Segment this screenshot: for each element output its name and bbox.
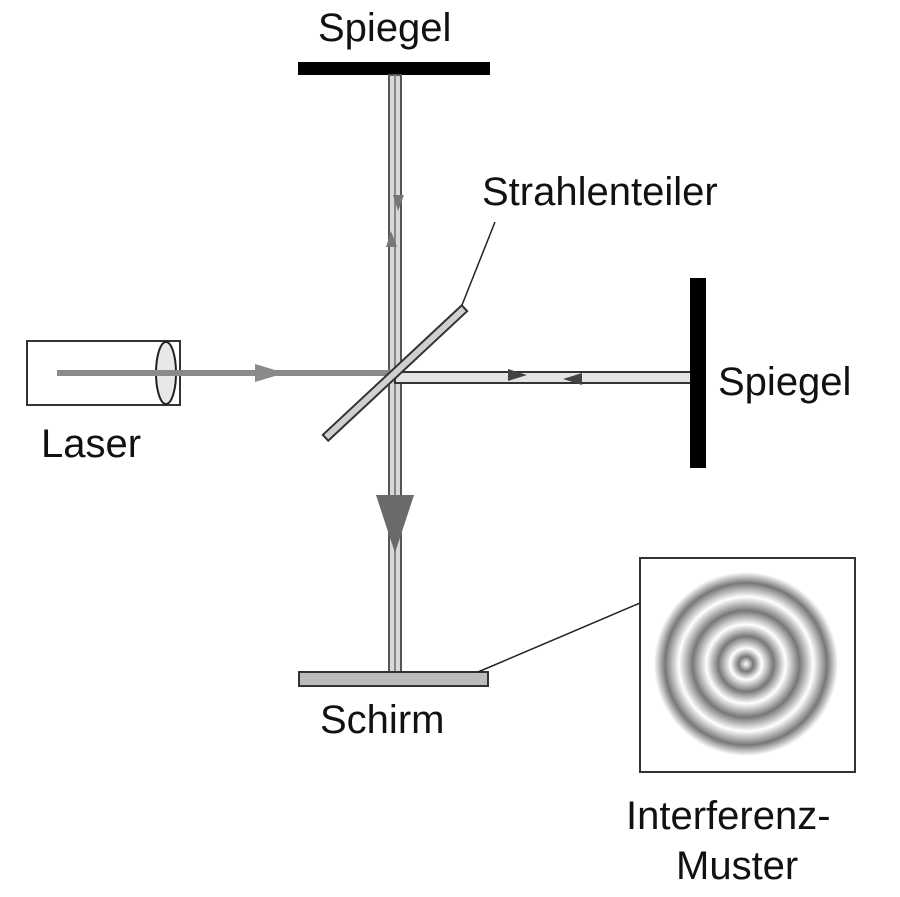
beam-splitter-label: Strahlenteiler — [482, 170, 718, 214]
pattern-label-line2: Muster — [676, 844, 799, 888]
beam-splitter — [321, 303, 469, 443]
beam-splitter-leader — [461, 221, 496, 306]
right-beam — [394, 371, 692, 384]
arrow-down-small — [393, 195, 404, 211]
screen-label: Schirm — [320, 698, 445, 742]
arrow-up-small — [386, 231, 397, 247]
screen-leader — [477, 602, 641, 673]
screen — [298, 671, 489, 687]
laser-label: Laser — [41, 422, 142, 466]
top-mirror — [298, 62, 490, 75]
interference-rings — [654, 572, 838, 756]
arrow-left-small — [563, 373, 582, 385]
right-mirror — [690, 278, 706, 468]
laser-arrow — [255, 364, 285, 382]
top-mirror-label: Spiegel — [318, 6, 452, 50]
pattern-label-line1: Interferenz- — [626, 794, 831, 838]
arrow-down-large — [376, 495, 414, 553]
arrow-right-small — [508, 369, 527, 381]
right-mirror-label: Spiegel — [718, 360, 852, 404]
